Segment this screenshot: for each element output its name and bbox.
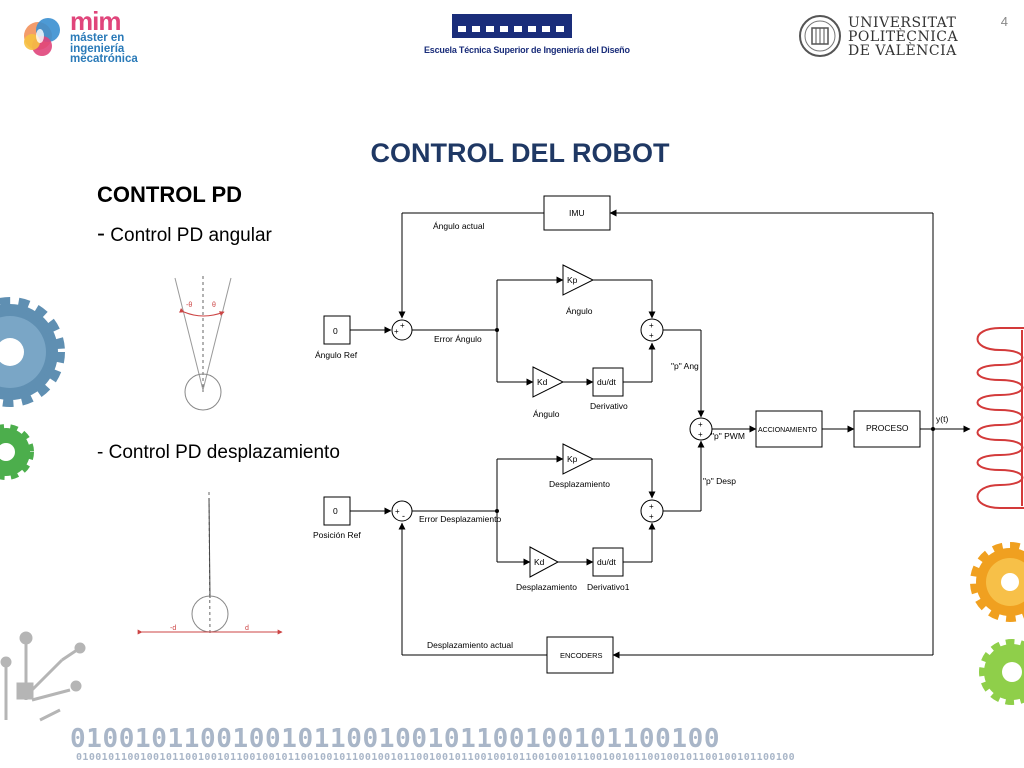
slide-number: 4 bbox=[1000, 14, 1008, 29]
mim-logo-big: mim bbox=[70, 6, 121, 36]
gear-blue-icon bbox=[0, 297, 65, 407]
mim-logo-line3: mecatrónica bbox=[70, 53, 138, 65]
gear-light-green-icon bbox=[979, 639, 1024, 705]
binary-decoration-small: 0100101100100101100100101100100101100100… bbox=[76, 752, 796, 763]
etsid-logo: Escuela Técnica Superior de Ingeniería d… bbox=[424, 12, 630, 64]
block-encoders: ENCODERS bbox=[546, 636, 614, 674]
sketch-theta: θ bbox=[212, 302, 216, 309]
block-derivative-angle: du/dt bbox=[592, 367, 624, 397]
sum-pwm: + + bbox=[689, 417, 713, 441]
page-title: CONTROL DEL ROBOT bbox=[370, 138, 670, 168]
section-title: CONTROL PD bbox=[97, 182, 243, 207]
label-kd-angulo: Ángulo bbox=[533, 409, 560, 419]
label-y-t: y(t) bbox=[936, 414, 948, 424]
upv-line2: POLITÈCNICA bbox=[848, 29, 959, 45]
sketch-d: d bbox=[245, 625, 249, 632]
bullet-angular-text: Control PD angular bbox=[105, 225, 272, 246]
block-accionamiento: ACCIONAMIENTO bbox=[755, 410, 823, 448]
sum-angle-pd: + + bbox=[640, 318, 664, 342]
mim-logo-line1: máster en bbox=[70, 32, 125, 44]
gain-kp-angle: Kp bbox=[562, 264, 595, 296]
block-encoders-label: ENCODERS bbox=[560, 651, 603, 660]
upv-seal-icon bbox=[799, 15, 841, 57]
label-kp-angulo: Ángulo bbox=[566, 306, 593, 316]
sum-sign: + bbox=[649, 512, 654, 521]
block-imu: IMU bbox=[543, 195, 611, 231]
label-error-angulo: Error Ángulo bbox=[434, 334, 482, 344]
block-imu-label: IMU bbox=[569, 208, 585, 218]
upv-logo: UNIVERSITAT POLITÈCNICA DE VALÈNCIA bbox=[798, 12, 958, 62]
branch-point bbox=[495, 328, 499, 332]
sum-sign: + bbox=[698, 430, 703, 439]
sketch-neg-theta: -θ bbox=[186, 302, 192, 309]
block-const-pos-value: 0 bbox=[333, 506, 338, 516]
circuit-decoration bbox=[0, 631, 86, 722]
upv-line3: DE VALÈNCIA bbox=[848, 43, 957, 59]
label-posicion-ref: Posición Ref bbox=[313, 530, 361, 540]
label-angulo-actual: Ángulo actual bbox=[433, 221, 485, 231]
binary-decoration: 0100101100100101100100101100100101100100 bbox=[70, 724, 721, 754]
mim-logo-mark bbox=[24, 18, 60, 56]
gain-kd-desp-label: Kd bbox=[534, 557, 545, 567]
label-p-ang: "p" Ang bbox=[671, 361, 699, 371]
gain-kp-desp-label: Kp bbox=[567, 454, 578, 464]
sum-sign: + bbox=[400, 321, 405, 330]
block-dudt-angle-label: du/dt bbox=[597, 377, 617, 387]
sum-displacement-error: + - bbox=[391, 500, 413, 522]
sum-sign: + bbox=[698, 420, 703, 429]
label-desplazamiento-actual: Desplazamiento actual bbox=[427, 640, 513, 650]
block-constant-position-ref: 0 bbox=[323, 496, 351, 526]
coil-decoration bbox=[976, 327, 1024, 509]
label-angulo-ref: Ángulo Ref bbox=[315, 350, 358, 360]
sketch-neg-d: -d bbox=[170, 625, 176, 632]
label-p-desp: "p" Desp bbox=[703, 476, 736, 486]
label-p-pwm: "p" PWM bbox=[711, 431, 745, 441]
sketch-desplazamiento: -d d bbox=[137, 491, 283, 635]
gear-green-icon bbox=[0, 424, 34, 480]
block-proceso: PROCESO bbox=[853, 410, 921, 448]
label-derivativo1: Derivativo1 bbox=[587, 582, 630, 592]
bullet-control-pd-desplazamiento: - Control PD desplazamiento bbox=[97, 442, 340, 463]
label-error-desplazamiento: Error Desplazamiento bbox=[419, 514, 501, 524]
sum-sign: + bbox=[394, 327, 399, 336]
sketch-angular: -θ θ bbox=[174, 276, 232, 411]
sum-sign: + bbox=[649, 321, 654, 330]
branch-point bbox=[495, 509, 499, 513]
block-dudt-desp-label: du/dt bbox=[597, 557, 617, 567]
sum-sign: + bbox=[649, 502, 654, 511]
block-derivative-displacement: du/dt bbox=[592, 547, 624, 577]
gain-kp-angle-label: Kp bbox=[567, 275, 578, 285]
sum-angle-error: + + bbox=[391, 319, 413, 341]
block-proceso-label: PROCESO bbox=[866, 423, 909, 433]
gain-kp-displacement: Kp bbox=[562, 443, 595, 475]
block-constant-angle-ref: 0 bbox=[323, 315, 351, 345]
sum-displacement-pd: + + bbox=[640, 499, 664, 523]
block-const-ang-value: 0 bbox=[333, 326, 338, 336]
mim-logo-line2: ingeniería bbox=[70, 43, 125, 55]
gain-kd-angle: Kd bbox=[532, 366, 565, 398]
label-derivativo: Derivativo bbox=[590, 401, 628, 411]
label-kd-desplazamiento: Desplazamiento bbox=[516, 582, 577, 592]
gain-kd-displacement: Kd bbox=[529, 546, 560, 578]
sum-sign: - bbox=[402, 511, 405, 521]
block-accionamiento-label: ACCIONAMIENTO bbox=[758, 427, 818, 434]
branch-point bbox=[931, 427, 935, 431]
gear-orange-icon bbox=[970, 542, 1024, 622]
etsid-caption: Escuela Técnica Superior de Ingeniería d… bbox=[424, 45, 630, 55]
bullet-control-pd-angular: - Control PD angular bbox=[97, 220, 272, 248]
mim-logo: mim máster en ingeniería mecatrónica bbox=[18, 6, 138, 65]
bullet-dash: - bbox=[97, 220, 105, 247]
label-kp-desplazamiento: Desplazamiento bbox=[549, 479, 610, 489]
upv-line1: UNIVERSITAT bbox=[848, 15, 957, 31]
gain-kd-angle-label: Kd bbox=[537, 377, 548, 387]
sum-sign: + bbox=[395, 507, 400, 516]
etsid-logo-mark bbox=[452, 14, 572, 38]
sum-sign: + bbox=[649, 331, 654, 340]
